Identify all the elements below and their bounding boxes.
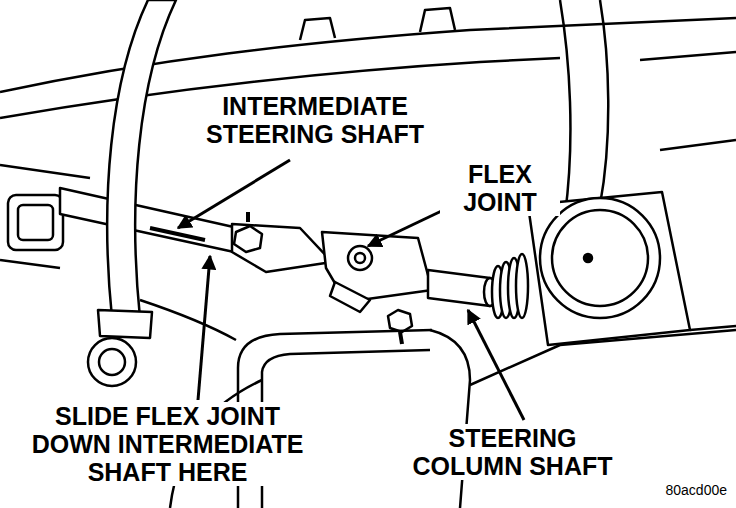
leader-line [198,256,210,400]
part-label: FLEX JOINT [440,160,560,216]
leader-line [178,160,290,228]
leader-line [468,310,524,420]
instruction-note: SLIDE FLEX JOINT DOWN INTERMEDIATE SHAFT… [15,402,320,486]
figure-id: 80acd00e [630,481,730,499]
part-label: INTERMEDIATE STEERING SHAFT [190,92,440,148]
part-label: STEERING COLUMN SHAFT [395,424,630,480]
